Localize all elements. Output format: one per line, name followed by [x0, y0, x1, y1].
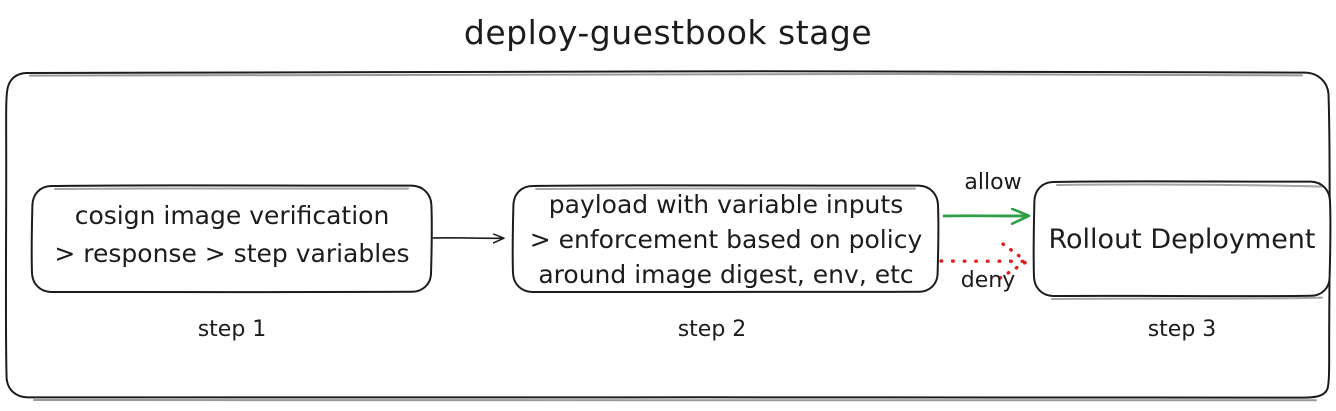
edge-allow-label: allow: [964, 170, 1021, 195]
stage-container: [4, 70, 1331, 402]
step2-caption: step 2: [678, 317, 747, 342]
node-step1-line-1: cosign image verification: [75, 201, 390, 230]
step3-caption: step 3: [1148, 317, 1217, 342]
node-step2-line-2: > enforcement based on policy: [530, 225, 923, 254]
node-step2[interactable]: payload with variable inputs > enforceme…: [511, 184, 940, 294]
step1-caption: step 1: [198, 317, 267, 342]
node-step1[interactable]: cosign image verification > response > s…: [30, 184, 433, 294]
edge-deny-label: deny: [961, 268, 1015, 293]
node-step3-line-1: Rollout Deployment: [1048, 224, 1315, 255]
page-title: deploy-guestbook stage: [464, 13, 872, 52]
node-step3[interactable]: Rollout Deployment: [1032, 180, 1332, 300]
edge-allow: allow: [942, 170, 1028, 216]
node-step1-line-2: > response > step variables: [54, 239, 409, 268]
edge-deny: deny: [939, 242, 1028, 293]
node-step2-line-3: around image digest, env, etc: [538, 260, 913, 289]
node-step2-line-1: payload with variable inputs: [549, 190, 903, 219]
